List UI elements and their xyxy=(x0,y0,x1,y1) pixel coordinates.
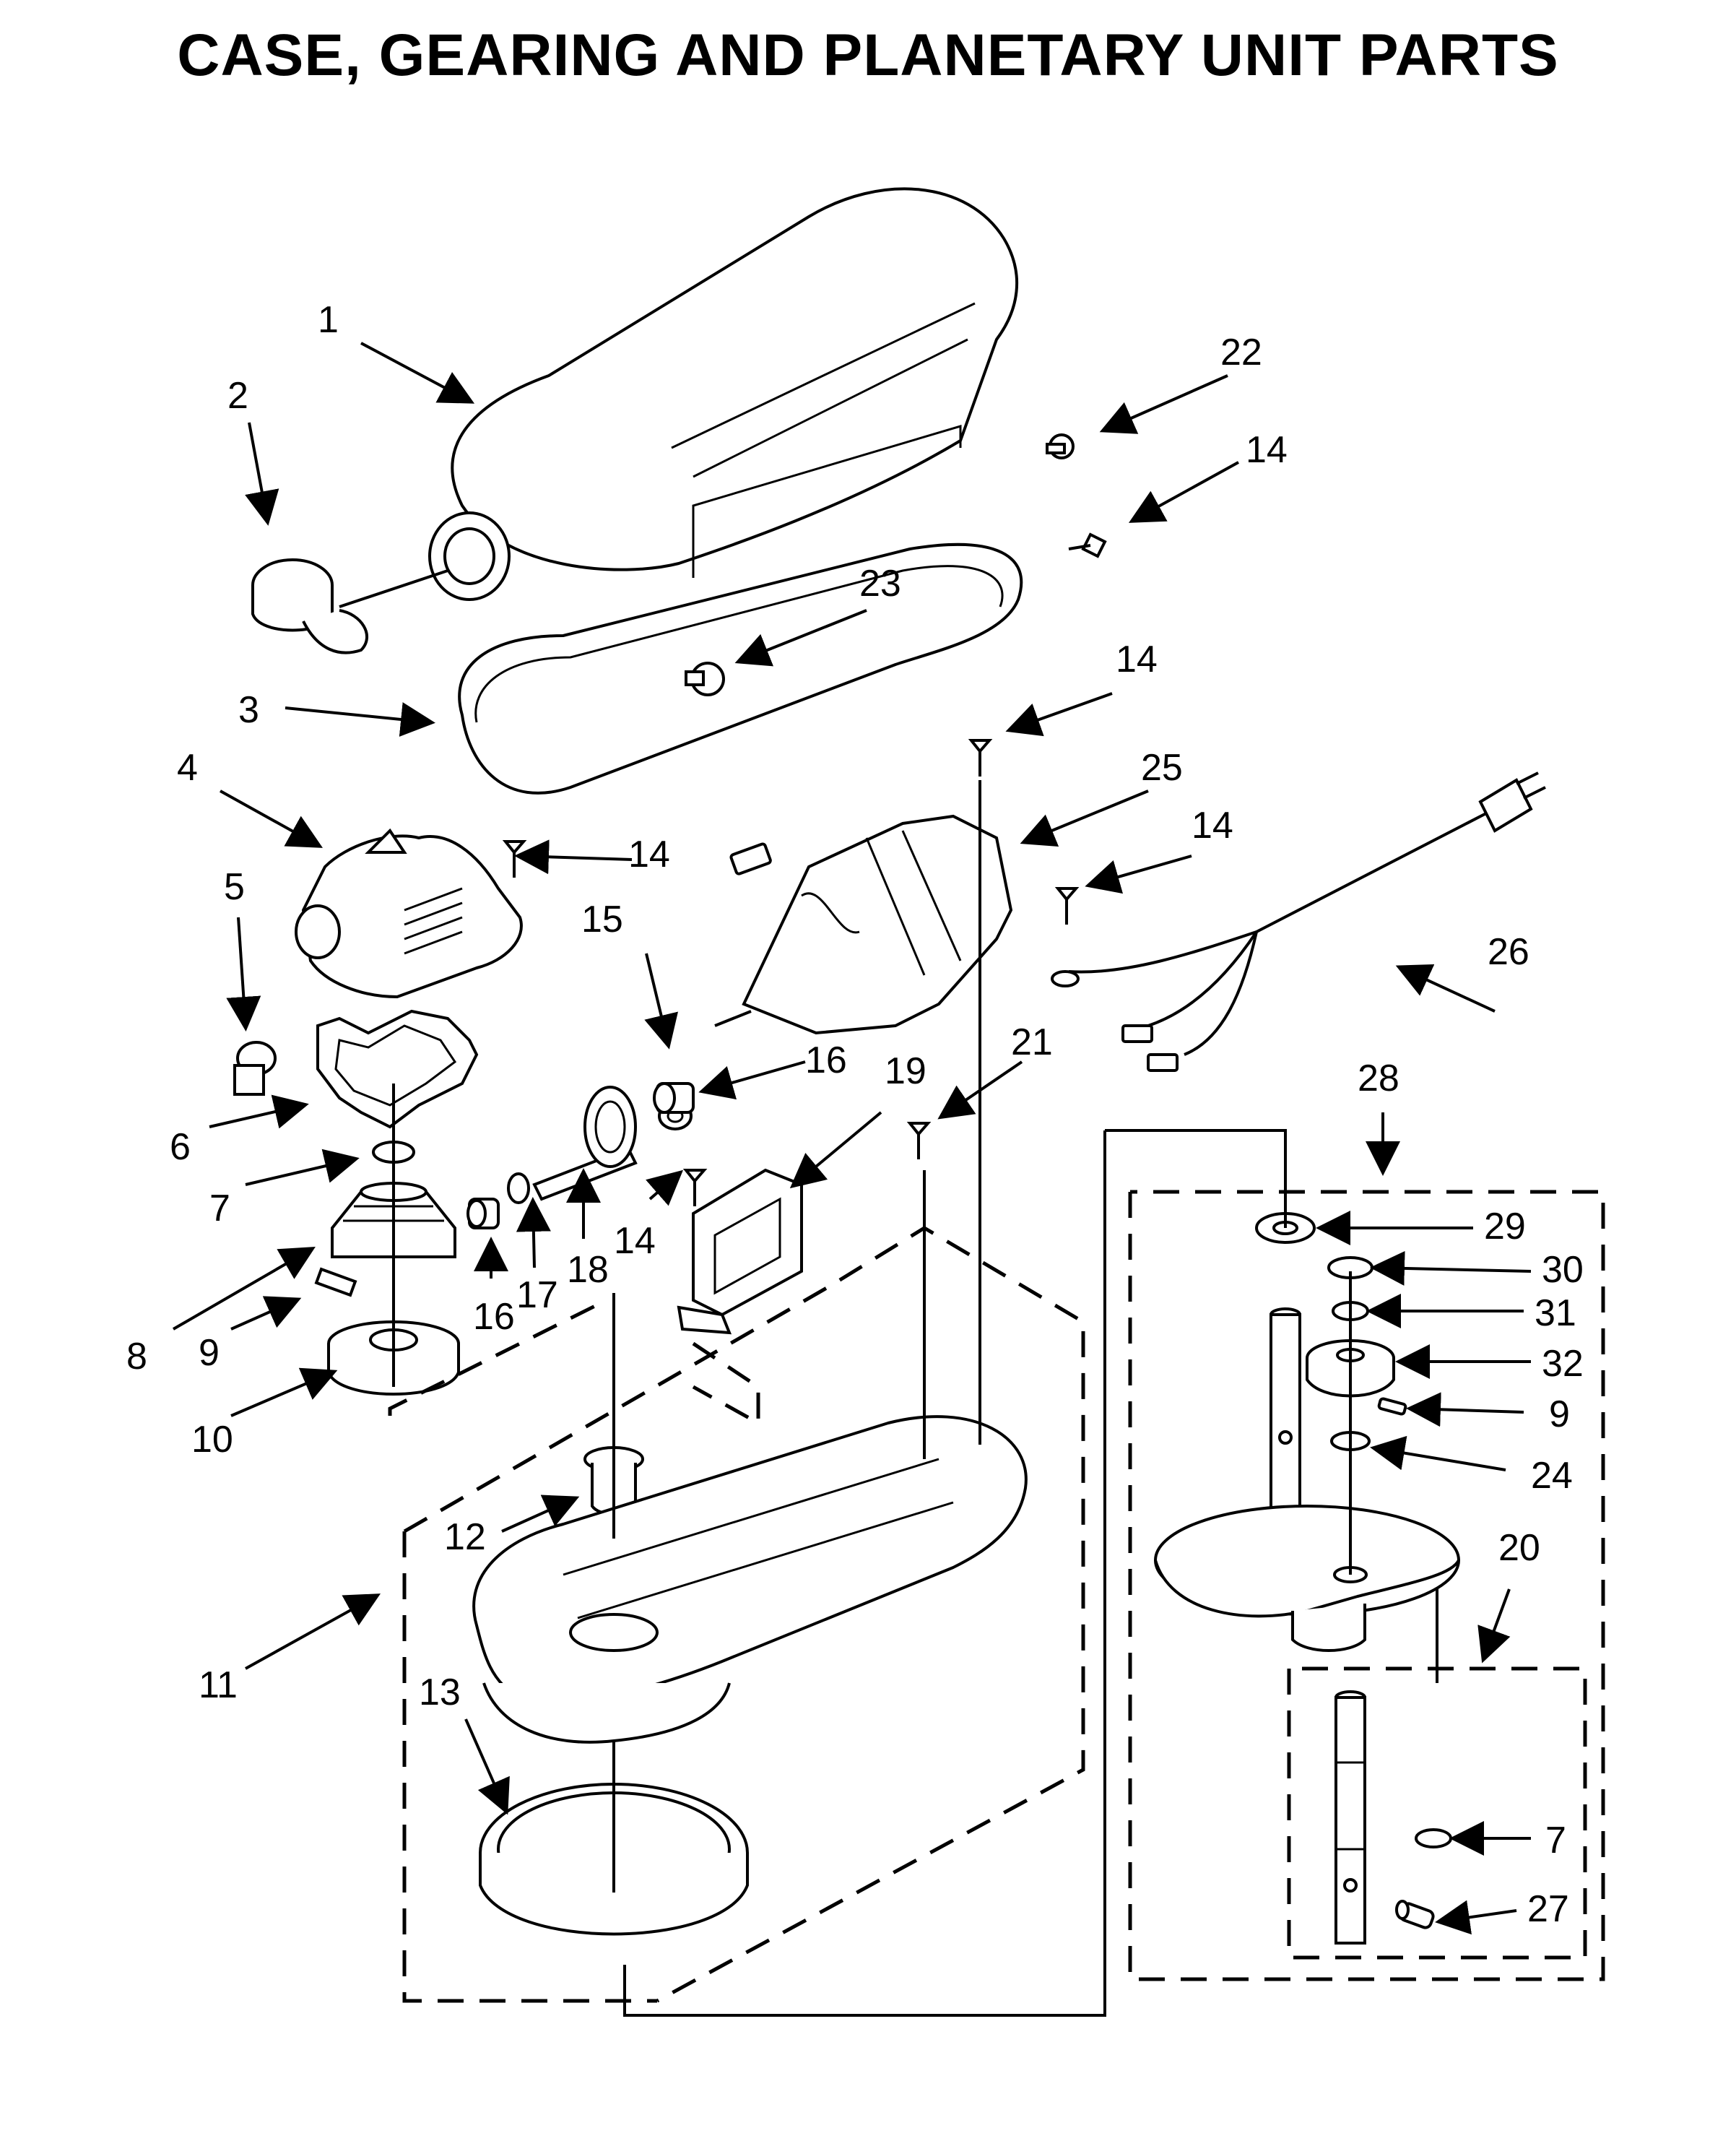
part-retaining-ring-7b xyxy=(1415,1828,1452,1848)
callout-9: 9 xyxy=(1549,1393,1570,1435)
leader-arrows xyxy=(172,342,1532,1935)
callout-29: 29 xyxy=(1484,1206,1526,1247)
part-pin xyxy=(314,1267,357,1297)
part-gear-housing xyxy=(472,1415,1028,1744)
callout-18: 18 xyxy=(567,1249,609,1291)
part-hub-cover xyxy=(251,558,448,654)
callout-15: 15 xyxy=(581,899,623,940)
part-bearing-rear xyxy=(466,1198,500,1229)
callout-23: 23 xyxy=(859,563,901,605)
part-planetary-plate xyxy=(1154,1505,1460,1652)
callout-26: 26 xyxy=(1488,931,1529,973)
callout-32: 32 xyxy=(1542,1343,1584,1385)
callout-14: 14 xyxy=(1246,429,1288,471)
callout-13: 13 xyxy=(419,1671,461,1713)
part-pin-9b xyxy=(1377,1397,1407,1416)
assembly-lines xyxy=(392,780,1438,2017)
part-gear-case xyxy=(295,828,523,999)
part-trim-band xyxy=(458,542,1023,795)
part-plug xyxy=(233,1041,277,1096)
callout-8: 8 xyxy=(126,1336,147,1377)
callout-14: 14 xyxy=(614,1220,656,1262)
callout-2: 2 xyxy=(227,375,248,417)
callout-28: 28 xyxy=(1358,1057,1399,1099)
callout-3: 3 xyxy=(238,689,259,731)
part-bearing-front xyxy=(653,1082,695,1114)
callout-7: 7 xyxy=(209,1188,230,1229)
callout-22: 22 xyxy=(1220,332,1262,373)
callout-6: 6 xyxy=(170,1126,191,1168)
callout-16: 16 xyxy=(805,1039,847,1081)
part-beater-shaft-20 xyxy=(1334,1690,1366,1945)
part-gasket xyxy=(316,1009,479,1129)
callout-14: 14 xyxy=(1192,805,1233,847)
callout-4: 4 xyxy=(177,747,198,789)
part-control-board xyxy=(677,1168,803,1335)
callout-31: 31 xyxy=(1535,1292,1576,1334)
part-pin-27 xyxy=(1395,1900,1435,1929)
callout-30: 30 xyxy=(1542,1249,1584,1291)
callout-12: 12 xyxy=(444,1516,486,1558)
callout-labels: 1 2 22 14 23 3 14 4 25 14 14 5 15 26 21 … xyxy=(126,299,1584,1930)
part-motor-housing xyxy=(428,187,1019,601)
callout-10: 10 xyxy=(191,1419,233,1461)
callout-21: 21 xyxy=(1011,1021,1053,1063)
part-screw-22 xyxy=(1046,433,1075,459)
callout-24: 24 xyxy=(1531,1455,1573,1497)
callout-14: 14 xyxy=(628,834,670,875)
callout-19: 19 xyxy=(885,1050,926,1092)
callout-20: 20 xyxy=(1498,1527,1540,1569)
callout-11: 11 xyxy=(199,1664,238,1706)
callout-14: 14 xyxy=(1116,639,1158,680)
callout-16: 16 xyxy=(473,1296,515,1338)
callout-25: 25 xyxy=(1141,747,1183,789)
callout-27: 27 xyxy=(1527,1888,1569,1930)
part-screw-23 xyxy=(685,662,725,696)
callout-5: 5 xyxy=(224,866,245,908)
part-power-cord xyxy=(1051,771,1546,1072)
callout-1: 1 xyxy=(318,299,339,341)
part-motor xyxy=(714,814,1013,1035)
page-title: CASE, GEARING AND PLANETARY UNIT PARTS xyxy=(177,22,1559,88)
callout-9: 9 xyxy=(199,1332,220,1374)
callout-17: 17 xyxy=(516,1274,558,1316)
group-outlines xyxy=(388,1190,1605,2003)
part-thrust-washer xyxy=(507,1172,530,1204)
callout-7: 7 xyxy=(1545,1820,1566,1861)
